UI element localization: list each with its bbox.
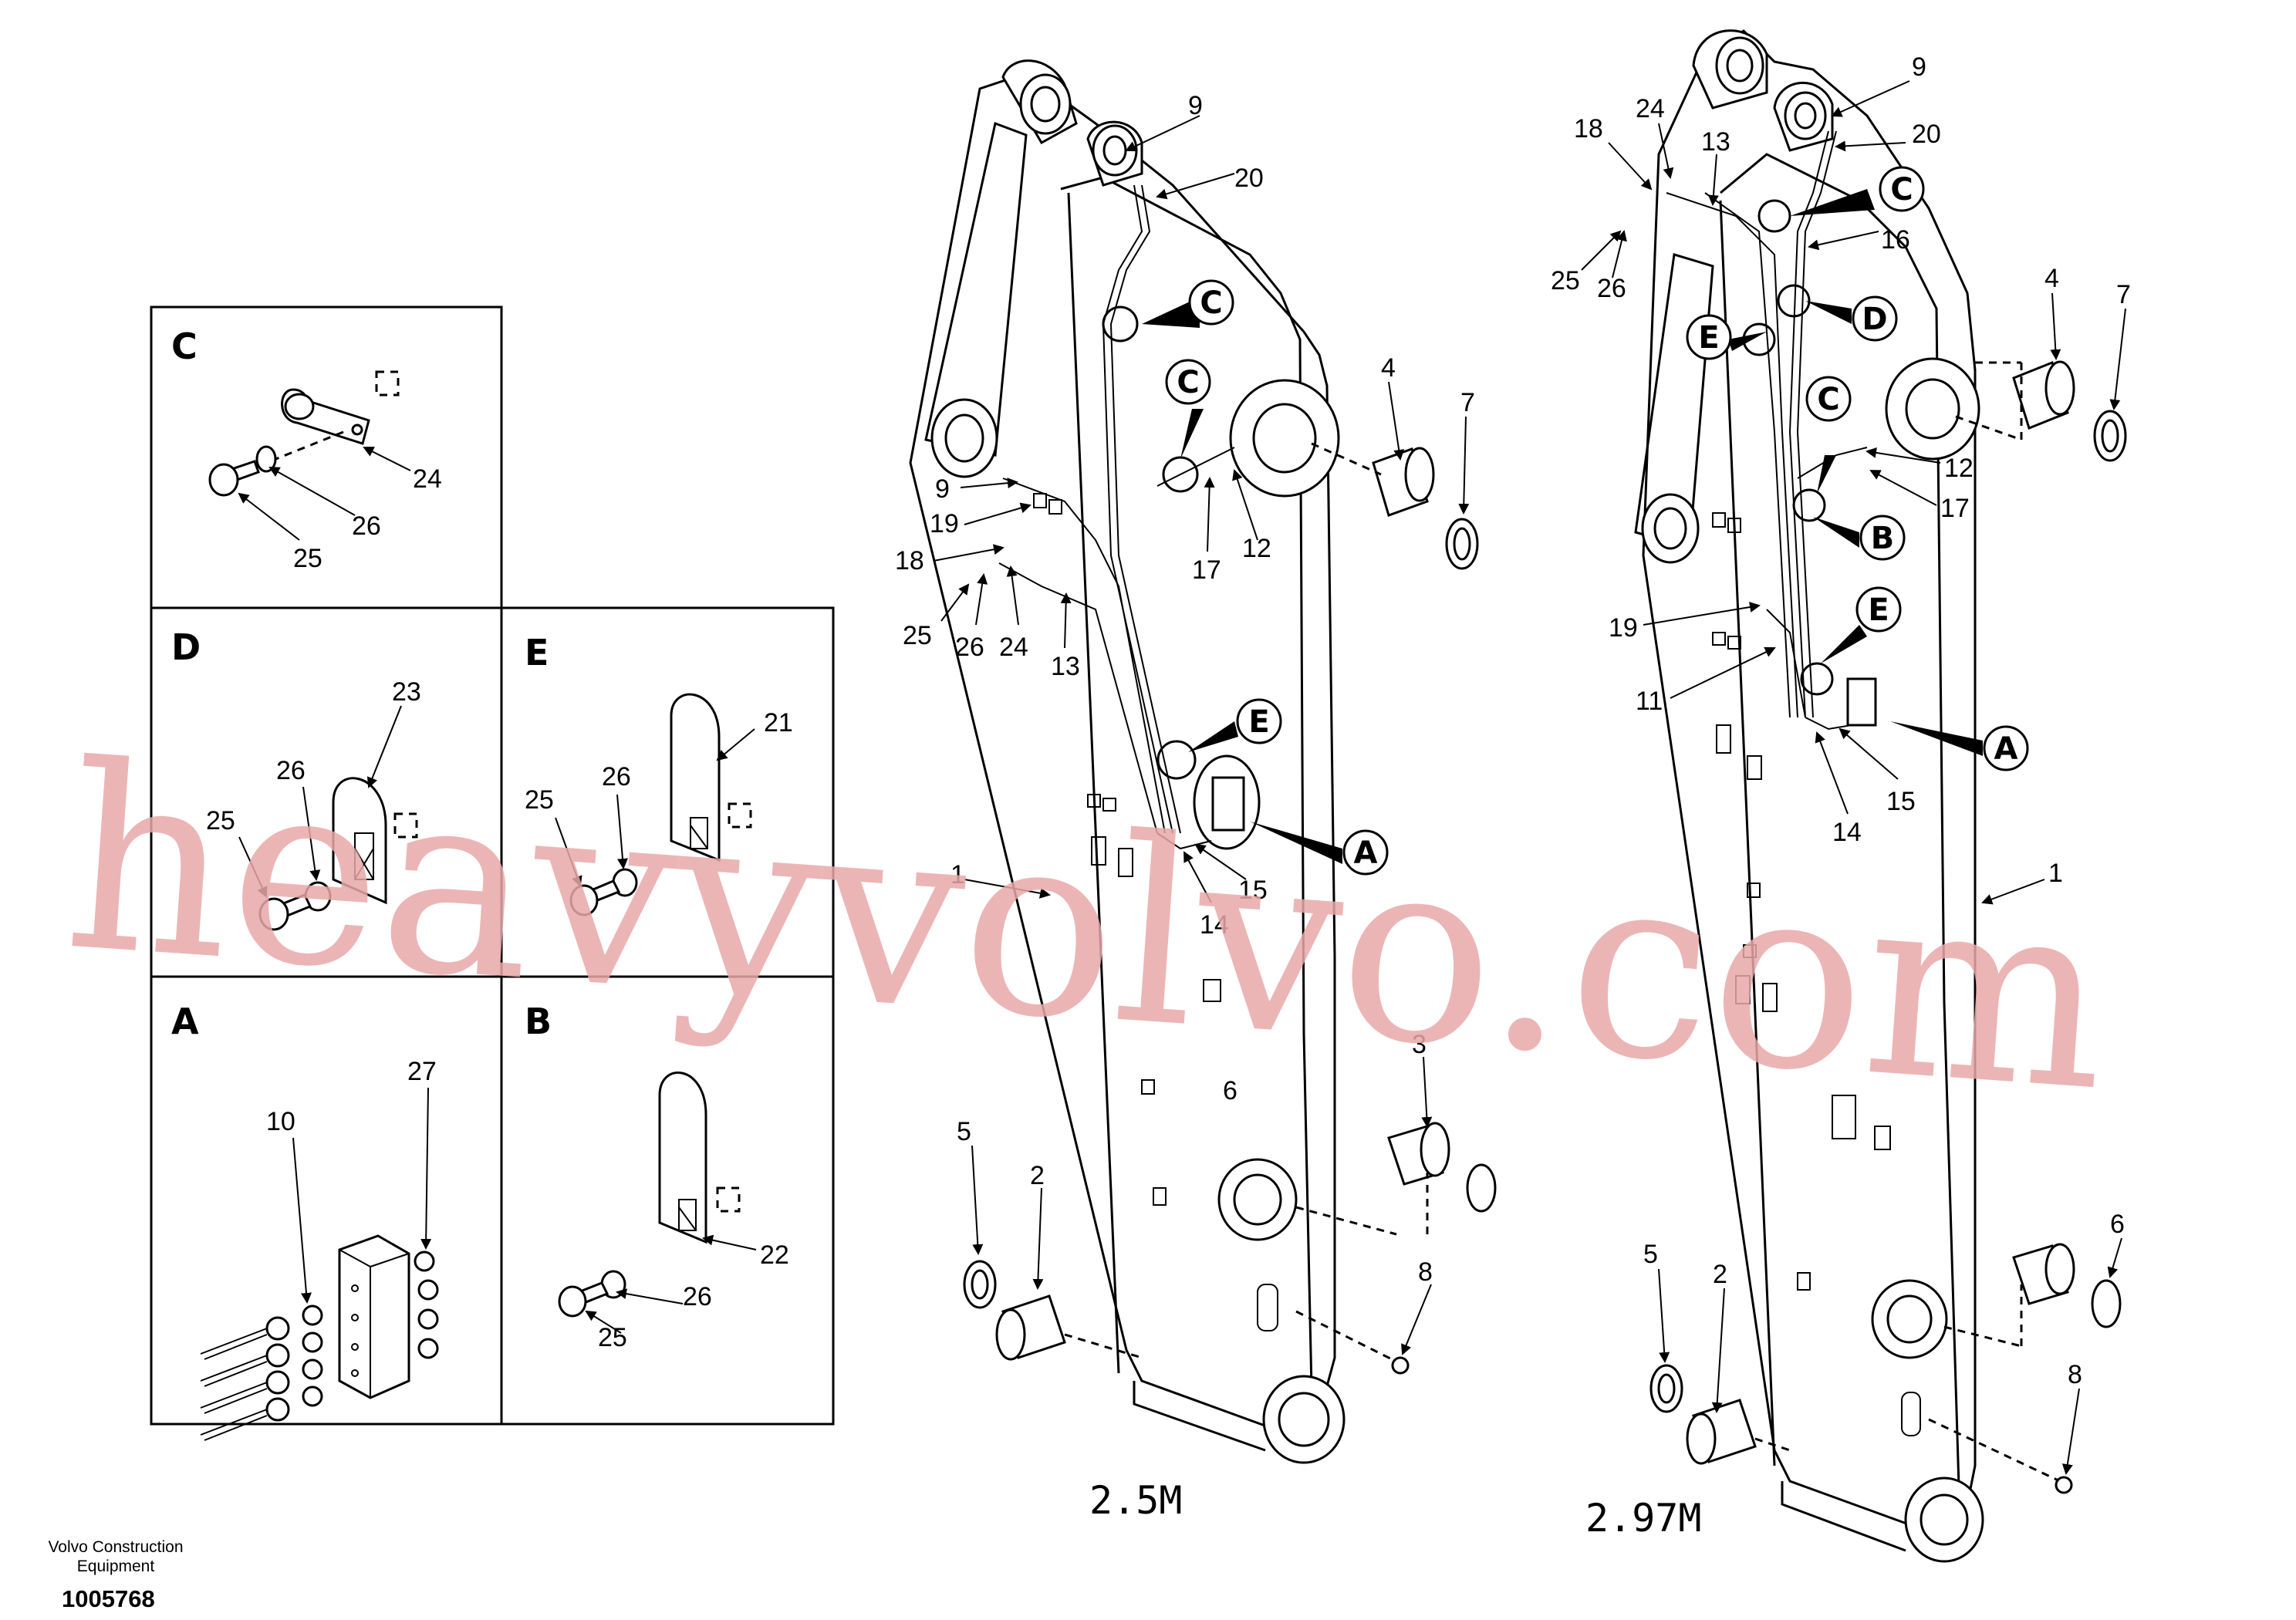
detail-panel-b: B 22 26 25	[525, 1001, 789, 1352]
arm-left-label-5: 5	[957, 1117, 971, 1146]
arm-left-label-24: 24	[999, 633, 1028, 662]
arm-right-callout-c1: C	[1890, 172, 1913, 208]
panel-c-label-24: 24	[413, 464, 442, 494]
arm-left-model: 2.5M	[1089, 1478, 1182, 1523]
arm-left-callout-a: A	[1354, 835, 1378, 871]
detail-panel-a: A 10 27	[171, 1001, 439, 1441]
footer-brand-line2: Equipment	[77, 1558, 155, 1575]
arm-left-callout-c1: C	[1200, 285, 1222, 321]
arm-left-callout-e: E	[1248, 704, 1269, 740]
arm-right-label-25: 25	[1551, 266, 1580, 295]
arm-right-label-14: 14	[1832, 818, 1862, 847]
arm-left-callout-c2: C	[1177, 365, 1199, 400]
panel-a-label-10: 10	[266, 1107, 295, 1136]
arm-right-label-26: 26	[1597, 274, 1626, 303]
arm-left-label-12: 12	[1242, 534, 1271, 563]
panel-e-label-26: 26	[602, 762, 631, 791]
panel-e-label-25: 25	[525, 785, 554, 815]
arm-left-label-18: 18	[895, 546, 924, 575]
arm-right-callout-e1: E	[1698, 320, 1719, 356]
arm-right-label-12: 12	[1944, 454, 1974, 483]
arm-left-label-9: 9	[1188, 91, 1203, 120]
arm-right-label-9: 9	[1912, 52, 1926, 82]
panel-d-label-23: 23	[392, 677, 421, 707]
arm-right-label-2: 2	[1713, 1260, 1727, 1289]
footer-doc-id: 1005768	[62, 1585, 155, 1612]
arm-right-label-11: 11	[1636, 687, 1663, 716]
arm-left-label-2: 2	[1030, 1161, 1045, 1190]
arm-left-label-7: 7	[1460, 388, 1475, 417]
arm-left-label-3: 3	[1412, 1030, 1427, 1059]
footer-brand-line1: Volvo Construction	[48, 1538, 183, 1556]
panel-e-label-21: 21	[764, 708, 793, 737]
arm-left-label-25: 25	[903, 621, 932, 650]
arm-right-model: 2.97M	[1585, 1496, 1702, 1541]
arm-left-label-6: 6	[1223, 1076, 1237, 1105]
arm-right-label-17: 17	[1940, 494, 1970, 523]
arm-left-label-17: 17	[1192, 555, 1221, 585]
arm-right-label-20: 20	[1912, 120, 1941, 149]
arm-left-label-4: 4	[1381, 353, 1396, 383]
panel-d-label-25: 25	[206, 806, 235, 835]
arm-right-label-18: 18	[1574, 114, 1603, 143]
arm-right-label-15: 15	[1886, 787, 1916, 816]
panel-b-label-25: 25	[598, 1323, 627, 1352]
arm-right-callout-b: B	[1871, 521, 1895, 556]
arm-right-label-1: 1	[2048, 859, 2063, 888]
arm-left-label-1: 1	[950, 860, 965, 889]
arm-right-label-6: 6	[2110, 1210, 2125, 1239]
arm-right-callout-c2: C	[1817, 382, 1839, 417]
arm-left-label-9b: 9	[935, 474, 950, 504]
panel-c-label-25: 25	[293, 544, 322, 573]
arm-left-label-20: 20	[1234, 164, 1264, 193]
panel-letter-b: B	[525, 1001, 552, 1042]
arm-right-label-5: 5	[1643, 1240, 1658, 1269]
arm-left-label-8: 8	[1418, 1257, 1433, 1287]
panel-letter-d: D	[171, 626, 201, 668]
arm-right-drawing: 9 20 18 24 13 16 25 26 4 7 12 17 19 11 1…	[1551, 29, 2131, 1563]
arm-right-callout-e2: E	[1868, 592, 1889, 628]
arm-right-callout-a: A	[1994, 731, 2018, 767]
arm-left-label-15: 15	[1238, 876, 1268, 905]
arm-left-label-26: 26	[955, 633, 984, 662]
arm-right-label-24: 24	[1636, 94, 1665, 123]
detail-panels	[150, 305, 835, 1426]
arm-left-label-19: 19	[930, 509, 959, 538]
arm-right-label-8: 8	[2068, 1360, 2082, 1389]
arm-right-label-4: 4	[2044, 264, 2059, 293]
detail-panel-d: D 23 26 25	[171, 626, 421, 931]
panel-letter-c: C	[171, 326, 198, 367]
arm-right-callout-d: D	[1862, 302, 1887, 337]
arm-right-label-7: 7	[2116, 280, 2131, 309]
arm-right-label-13: 13	[1701, 127, 1730, 157]
footer: Volvo Construction Equipment 1005768	[48, 1538, 183, 1612]
arm-left-label-14: 14	[1200, 910, 1229, 940]
arm-right-label-19: 19	[1609, 613, 1638, 643]
panel-b-label-26: 26	[683, 1282, 712, 1311]
arm-left-label-13: 13	[1051, 652, 1080, 681]
panel-b-label-22: 22	[760, 1240, 789, 1270]
panel-letter-a: A	[171, 1001, 199, 1042]
detail-panel-e: E 21 26 25	[525, 632, 793, 916]
arm-right-label-16: 16	[1881, 225, 1910, 255]
panel-a-label-27: 27	[407, 1057, 437, 1086]
detail-panel-c: C 24 26 25	[171, 326, 442, 573]
panel-letter-e: E	[525, 632, 549, 673]
arm-left-drawing: 9 20 4 7 9 19 18 25 26 24 13 17 12 1 14 …	[895, 59, 1497, 1523]
panel-c-label-26: 26	[352, 511, 381, 541]
panel-d-label-26: 26	[276, 756, 306, 785]
